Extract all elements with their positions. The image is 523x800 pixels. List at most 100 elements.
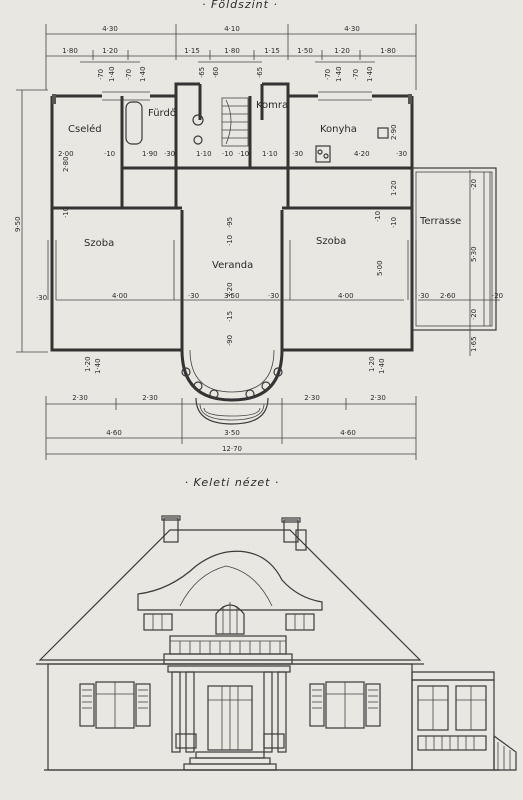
dim-bottom-1c: 2·30 [304, 394, 320, 402]
svg-text:3·50: 3·50 [224, 292, 240, 300]
dim-top-total-2: 4·10 [224, 25, 240, 33]
dim-top-sub-3: 1·15 [184, 47, 200, 55]
svg-text:2·90: 2·90 [390, 124, 398, 140]
svg-text:·30: ·30 [268, 292, 279, 300]
dormer-window-left [143, 613, 173, 631]
svg-text:·95: ·95 [226, 217, 234, 228]
mid-vertical-dimensions: ·95 ·10 3·20 ·15 ·90 ·10 [226, 211, 382, 346]
svg-text:·20: ·20 [492, 292, 503, 300]
veranda-bay [180, 349, 284, 425]
svg-text:·20: ·20 [470, 179, 478, 190]
svg-text:1·40: 1·40 [94, 358, 102, 374]
dim-bottom-1b: 2·30 [142, 394, 158, 402]
svg-text:1·40: 1·40 [139, 66, 147, 82]
svg-text:5·00: 5·00 [376, 260, 384, 276]
svg-text:·30: ·30 [36, 294, 47, 302]
floor-plan: · Földszint · 4·30 4·10 4·30 1·80 1·20 1… [14, 0, 503, 460]
entrance-steps [183, 751, 277, 771]
svg-text:2·80: 2·80 [62, 156, 70, 172]
dim-bottom-total: 12·70 [222, 445, 242, 453]
room-szoba-right: Szoba [316, 236, 346, 247]
svg-text:1·40: 1·40 [378, 358, 386, 374]
svg-text:·10: ·10 [238, 150, 249, 158]
svg-text:·30: ·30 [418, 292, 429, 300]
stove [315, 145, 331, 163]
bottom-dimension-lines [45, 396, 417, 460]
svg-text:1·10: 1·10 [262, 150, 278, 158]
room-furdo: Fürdő [148, 107, 176, 119]
gable-dormer [137, 550, 323, 611]
dim-bottom-2b: 3·50 [224, 429, 240, 437]
dormer-window-right [285, 613, 315, 631]
dim-top-total-1: 4·30 [102, 25, 118, 33]
svg-text:1·40: 1·40 [366, 66, 374, 82]
svg-text:1·65: 1·65 [470, 336, 478, 352]
svg-text:·70: ·70 [324, 69, 332, 80]
staircase [221, 97, 249, 147]
svg-text:·10: ·10 [222, 150, 233, 158]
arched-window [215, 604, 245, 635]
dim-top-sub-5: 1·15 [264, 47, 280, 55]
walls [50, 82, 414, 352]
dim-top-sub-8: 1·80 [380, 47, 396, 55]
svg-text:·20: ·20 [470, 309, 478, 320]
svg-text:1·20: 1·20 [390, 180, 398, 196]
svg-text:3·20: 3·20 [226, 282, 234, 298]
svg-text:·10: ·10 [226, 235, 234, 246]
room-terrasse: Terrasse [419, 216, 461, 227]
svg-text:·10: ·10 [374, 211, 382, 222]
room-veranda: Veranda [212, 260, 253, 271]
room-komra: Komra [256, 100, 288, 111]
svg-text:1·40: 1·40 [108, 66, 116, 82]
dim-top-sub-1: 1·80 [62, 47, 78, 55]
dim-top-sub-6: 1·50 [297, 47, 313, 55]
svg-text:1·20: 1·20 [368, 356, 376, 372]
top-small-dimensions: ·70 1·40 ·70 1·40 ·65 ·60 ·65 ·70 1·40 ·… [97, 66, 374, 82]
svg-text:1·40: 1·40 [335, 66, 343, 82]
svg-text:2·60: 2·60 [440, 292, 456, 300]
room-cseled: Cseléd [68, 123, 102, 135]
dim-top-total-3: 4·30 [344, 25, 360, 33]
svg-text:2·00: 2·00 [58, 150, 74, 158]
small-bottom-dimensions: 1·20 1·40 1·20 1·40 [84, 356, 386, 374]
inner-dimensions: 2·00 ·10 1·90 ·30 1·10 ·10 ·10 1·10 ·30 … [36, 150, 407, 302]
room-szoba-left: Szoba [84, 238, 114, 249]
plan-title: · Földszint · [202, 0, 278, 11]
east-elevation: · Keleti nézet · [36, 476, 517, 771]
svg-text:5·30: 5·30 [470, 246, 478, 262]
svg-text:·30: ·30 [396, 150, 407, 158]
dim-bottom-2c: 4·60 [340, 429, 356, 437]
bathtub [125, 101, 143, 145]
dim-top-sub-2: 1·20 [102, 47, 118, 55]
svg-text:·10: ·10 [62, 207, 70, 218]
window-right [309, 681, 381, 729]
room-width-dimensions: 4·00 ·30 3·50 ·30 4·00 ·30 2·60 ·20 [56, 292, 503, 301]
svg-text:·70: ·70 [125, 69, 133, 80]
fixture-circle [192, 114, 204, 126]
main-roof [38, 529, 422, 661]
svg-text:·70: ·70 [352, 69, 360, 80]
svg-text:·15: ·15 [226, 311, 234, 322]
dim-bottom-2a: 4·60 [106, 429, 122, 437]
svg-text:·70: ·70 [97, 69, 105, 80]
dim-top-sub-4: 1·80 [224, 47, 240, 55]
svg-text:4·00: 4·00 [338, 292, 354, 300]
svg-text:1·20: 1·20 [84, 356, 92, 372]
svg-text:1·90: 1·90 [142, 150, 158, 158]
svg-text:·65: ·65 [256, 67, 264, 78]
right-vertical-dimensions: 2·90 1·20 ·10 5·00 ·20 5·30 ·20 1·65 [376, 124, 478, 356]
dim-top-sub-7: 1·20 [334, 47, 350, 55]
svg-text:·60: ·60 [212, 67, 220, 78]
veranda-front [167, 665, 291, 753]
room-konyha: Konyha [320, 124, 357, 135]
svg-text:·10: ·10 [104, 150, 115, 158]
svg-text:·30: ·30 [292, 150, 303, 158]
svg-text:·10: ·10 [390, 217, 398, 228]
dim-bottom-1d: 2·30 [370, 394, 386, 402]
svg-text:·65: ·65 [198, 67, 206, 78]
svg-text:·30: ·30 [164, 150, 175, 158]
window-left [79, 681, 151, 729]
svg-text:·30: ·30 [188, 292, 199, 300]
